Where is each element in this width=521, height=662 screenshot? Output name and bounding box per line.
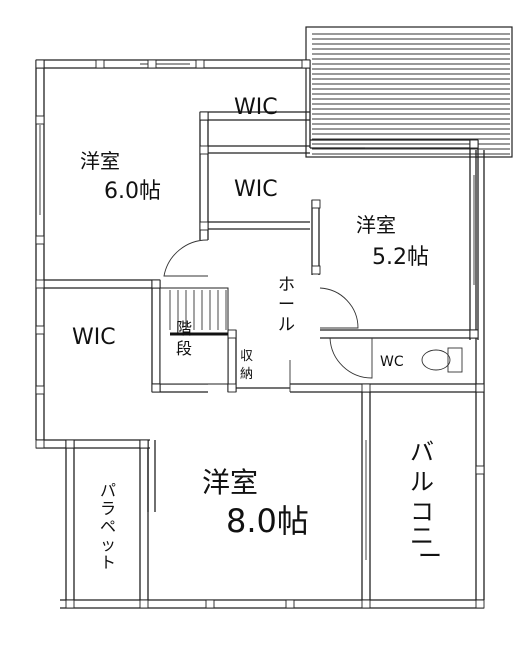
- outer-walls: [35, 59, 485, 609]
- bedroom-b-size: 5.2帖: [372, 245, 429, 270]
- balcony-char-3: コ: [410, 498, 434, 526]
- parapet-char-1: パ: [100, 481, 116, 500]
- parapet-char-5: ト: [100, 553, 116, 572]
- room-labels: 洋室 6.0帖 WIC WIC WIC 洋室 5.2帖 ホ ー ル 階 段 収 …: [72, 95, 442, 572]
- parapet-char-4: ッ: [100, 535, 116, 554]
- wc-fixtures: [421, 347, 463, 373]
- balcony-char-5: ー: [418, 542, 442, 570]
- wc-label: WC: [380, 354, 404, 370]
- wall-posts: [35, 59, 485, 609]
- storage-char-1: 収: [240, 349, 253, 364]
- stairs-char-1: 階: [176, 319, 192, 338]
- bedroom-c-name: 洋室: [202, 466, 258, 499]
- balcony-char-2: ル: [410, 468, 434, 496]
- interior-walls: [44, 60, 484, 600]
- balcony-char-4: ニ: [410, 522, 434, 550]
- bedroom-b-name: 洋室: [356, 213, 396, 237]
- stairs: [159, 287, 229, 385]
- wic-top-label: WIC: [234, 95, 278, 120]
- hall-char-1: ホ: [278, 275, 295, 295]
- bedroom-a-size: 6.0帖: [104, 179, 161, 204]
- hall-char-3: ル: [278, 315, 295, 335]
- balcony-char-1: バ: [410, 438, 434, 466]
- bedroom-c-size: 8.0帖: [226, 502, 309, 540]
- bedroom-a-name: 洋室: [80, 149, 120, 173]
- stairs-char-2: 段: [176, 339, 192, 358]
- doors: [163, 239, 373, 392]
- parapet-char-2: ラ: [100, 499, 116, 518]
- deck: [305, 26, 513, 158]
- hall-char-2: ー: [278, 295, 295, 315]
- wic-left-label: WIC: [72, 325, 116, 350]
- storage-char-2: 納: [240, 367, 253, 382]
- wic-mid-label: WIC: [234, 177, 278, 202]
- parapet-char-3: ペ: [100, 517, 116, 536]
